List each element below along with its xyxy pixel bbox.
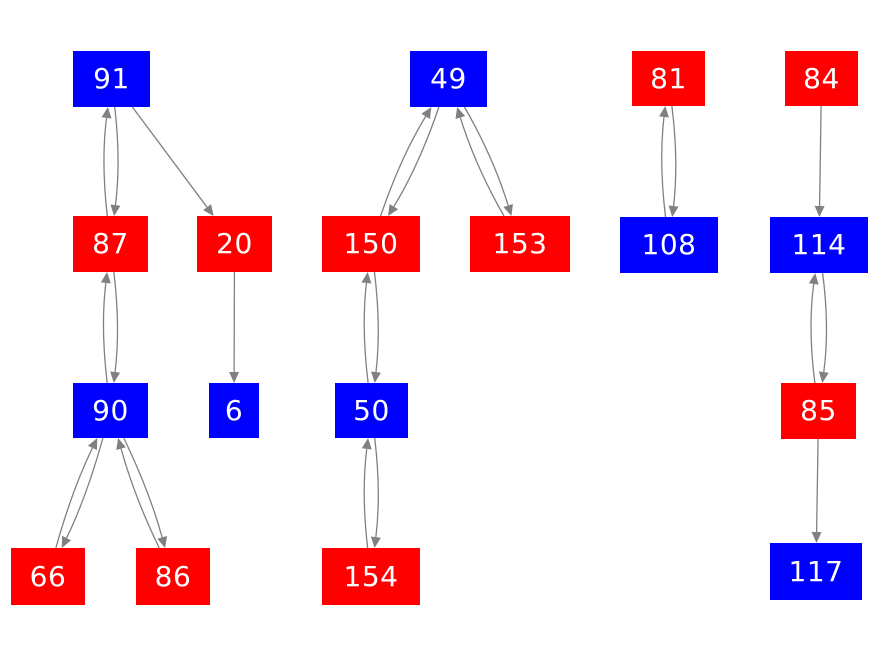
graph-node-label: 154 [343, 559, 399, 593]
graph-node-49[interactable]: 49 [410, 51, 487, 107]
graph-node-81[interactable]: 81 [632, 51, 705, 106]
graph-edge-66-to-90 [55, 447, 94, 549]
graph-node-117[interactable]: 117 [770, 543, 862, 600]
graph-arrowhead-150-to-49 [421, 107, 432, 119]
graph-node-label: 86 [154, 559, 192, 593]
graph-node-91[interactable]: 91 [73, 51, 150, 107]
graph-edge-91-to-20 [131, 106, 208, 208]
graph-edge-150-to-49 [379, 116, 427, 217]
graph-arrowhead-91-to-87 [110, 204, 121, 216]
graph-arrowhead-108-to-81 [659, 106, 669, 118]
graph-edge-90-to-66 [65, 437, 104, 539]
graph-edge-86-to-90 [120, 448, 160, 549]
graph-arrowhead-150-to-50 [371, 371, 381, 383]
graph-arrowhead-154-to-50 [361, 438, 372, 450]
graph-edge-50-to-154 [374, 437, 379, 538]
graph-node-90[interactable]: 90 [73, 383, 148, 438]
graph-node-label: 87 [92, 227, 129, 260]
graph-node-label: 85 [800, 394, 837, 427]
graph-arrowhead-85-to-114 [808, 273, 819, 285]
graph-arrowhead-90-to-87 [100, 272, 111, 284]
graph-node-6[interactable]: 6 [209, 383, 259, 438]
graph-arrowhead-153-to-49 [455, 107, 466, 119]
graph-arrowhead-114-to-85 [818, 371, 829, 383]
graph-node-85[interactable]: 85 [781, 383, 856, 439]
graph-edge-150-to-50 [373, 271, 379, 373]
graph-arrowhead-49-to-150 [388, 204, 399, 216]
graph-edge-85-to-114 [810, 283, 816, 384]
graph-edge-49-to-150 [393, 106, 440, 207]
graph-node-150[interactable]: 150 [322, 216, 420, 272]
graph-node-label: 49 [430, 62, 467, 95]
graph-arrowhead-81-to-108 [668, 205, 679, 217]
graph-edge-49-to-153 [463, 106, 509, 206]
graph-node-label: 81 [650, 61, 687, 95]
graph-edge-90-to-87 [102, 282, 108, 384]
graph-edge-91-to-87 [114, 106, 119, 206]
graph-edge-84-to-114 [818, 105, 822, 207]
graph-node-108[interactable]: 108 [620, 217, 718, 273]
graph-arrowhead-87-to-91 [101, 107, 112, 119]
graph-node-label: 117 [788, 554, 844, 588]
graph-node-114[interactable]: 114 [770, 217, 868, 273]
graph-node-label: 50 [353, 393, 390, 427]
graph-node-66[interactable]: 66 [11, 548, 85, 605]
graph-node-label: 20 [216, 227, 253, 260]
graph-arrowhead-50-to-150 [361, 272, 372, 284]
graph-node-20[interactable]: 20 [197, 216, 272, 272]
graph-arrowhead-66-to-90 [87, 438, 98, 451]
graph-arrowhead-85-to-117 [811, 531, 822, 543]
graph-arrowhead-91-to-20 [203, 204, 214, 216]
graph-node-154[interactable]: 154 [322, 548, 420, 605]
graph-arrowhead-49-to-153 [503, 204, 513, 216]
graph-node-label: 114 [791, 228, 847, 261]
graph-arrowhead-50-to-154 [370, 536, 381, 548]
graph-edge-90-to-86 [123, 437, 163, 538]
graph-node-label: 150 [343, 227, 399, 260]
graph-node-label: 153 [492, 227, 548, 260]
graph-edge-108-to-81 [661, 116, 667, 218]
graph-node-84[interactable]: 84 [785, 51, 858, 106]
graph-edge-87-to-90 [113, 271, 119, 373]
graph-arrowhead-20-to-6 [229, 371, 240, 383]
graph-node-label: 84 [803, 61, 840, 95]
graph-arrowhead-90-to-66 [61, 535, 72, 548]
graph-node-86[interactable]: 86 [136, 548, 210, 605]
graph-edge-114-to-85 [821, 272, 828, 373]
graph-node-label: 91 [93, 62, 130, 95]
graph-arrowhead-84-to-114 [814, 205, 825, 217]
graph-edge-87-to-91 [103, 117, 108, 217]
graph-node-label: 90 [92, 393, 129, 427]
graph-edge-50-to-150 [363, 282, 369, 384]
graph-arrowhead-86-to-90 [116, 438, 126, 450]
graph-node-label: 66 [29, 559, 67, 593]
graph-node-87[interactable]: 87 [73, 216, 148, 272]
graph-arrowhead-90-to-86 [157, 536, 167, 548]
graph-node-label: 108 [641, 228, 697, 261]
graph-node-label: 6 [224, 393, 244, 427]
graph-edge-154-to-50 [363, 448, 369, 549]
graph-edge-85-to-117 [815, 438, 819, 533]
graph-edge-153-to-49 [459, 117, 505, 217]
graph-node-50[interactable]: 50 [335, 383, 408, 438]
graph-edge-81-to-108 [671, 105, 677, 207]
graph-arrowhead-87-to-90 [110, 371, 121, 383]
graph-node-153[interactable]: 153 [470, 216, 570, 272]
